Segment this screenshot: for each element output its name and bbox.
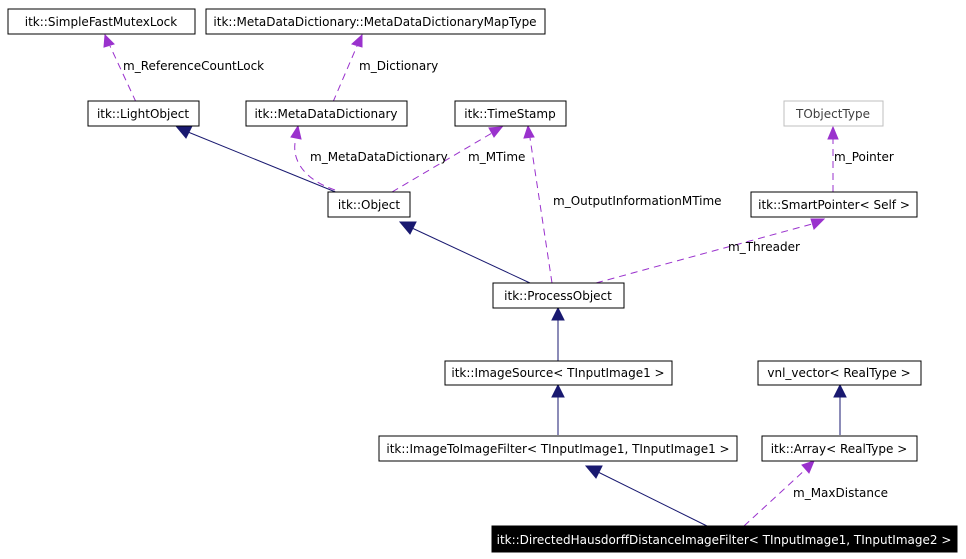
- edge-image-source-inherits-process-object: [551, 306, 565, 361]
- node-image-to-image-filter[interactable]: itk::ImageToImageFilter< TInputImage1, T…: [378, 435, 738, 462]
- node-label: itk::SimpleFastMutexLock: [25, 15, 178, 29]
- node-label: itk::SmartPointer< Self >: [758, 198, 910, 212]
- edge-output-information-mtime: [523, 124, 553, 284]
- node-label: itk::Object: [338, 198, 400, 212]
- edge-directed-hausdorff-inherits-image-to-image-filter: [584, 465, 708, 527]
- edge-pointer: [827, 125, 839, 192]
- edge-label-meta-data-dictionary: m_MetaDataDictionary: [310, 150, 448, 164]
- edge-threader: [595, 218, 826, 284]
- edge-max-distance: [743, 460, 815, 527]
- edge-reference-count-lock: [103, 33, 137, 103]
- edge-label-mtime: m_MTime: [468, 150, 525, 164]
- edge-mtime: [391, 126, 504, 193]
- node-meta-data-dictionary[interactable]: itk::MetaDataDictionary: [245, 100, 408, 127]
- node-time-stamp[interactable]: itk::TimeStamp: [454, 100, 567, 127]
- node-label: itk::MetaDataDictionary: [254, 107, 397, 121]
- node-label: itk::TimeStamp: [464, 107, 555, 121]
- edge-label-reference-count-lock: m_ReferenceCountLock: [123, 59, 264, 73]
- edge-label-pointer: m_Pointer: [834, 150, 894, 164]
- edge-dictionary: [332, 33, 363, 103]
- node-process-object[interactable]: itk::ProcessObject: [492, 282, 625, 309]
- edge-array-inherits-vnl-vector: [833, 383, 847, 435]
- node-label: vnl_vector< RealType >: [767, 366, 910, 380]
- node-directed-hausdorff-distance-image-filter[interactable]: itk::DirectedHausdorffDistanceImageFilte…: [491, 525, 958, 553]
- node-label: itk::MetaDataDictionary::MetaDataDiction…: [213, 15, 536, 29]
- edge-meta-data-dictionary: [290, 124, 336, 191]
- node-image-source[interactable]: itk::ImageSource< TInputImage1 >: [444, 360, 673, 386]
- node-label: itk::Array< RealType >: [771, 442, 908, 456]
- node-simple-fast-mutex-lock[interactable]: itk::SimpleFastMutexLock: [7, 8, 196, 35]
- edge-image-to-image-filter-inherits-image-source: [551, 383, 565, 435]
- node-light-object[interactable]: itk::LightObject: [87, 100, 200, 127]
- edge-label-threader: m_Threader: [728, 240, 800, 254]
- edge-process-object-inherits-object: [398, 221, 531, 284]
- node-vnl-vector[interactable]: vnl_vector< RealType >: [757, 360, 922, 386]
- node-label: itk::DirectedHausdorffDistanceImageFilte…: [497, 533, 952, 547]
- node-label: itk::ImageToImageFilter< TInputImage1, T…: [386, 442, 729, 456]
- node-object[interactable]: itk::Object: [327, 191, 411, 218]
- node-tobject-type[interactable]: TObjectType: [783, 100, 884, 127]
- edge-label-max-distance: m_MaxDistance: [793, 486, 888, 500]
- node-array[interactable]: itk::Array< RealType >: [761, 435, 918, 462]
- node-smart-pointer[interactable]: itk::SmartPointer< Self >: [750, 191, 918, 218]
- node-meta-data-dictionary-map-type[interactable]: itk::MetaDataDictionary::MetaDataDiction…: [205, 8, 546, 35]
- edge-label-dictionary: m_Dictionary: [359, 59, 438, 73]
- node-label: TObjectType: [795, 107, 870, 121]
- node-label: itk::LightObject: [97, 107, 189, 121]
- edge-label-output-information-mtime: m_OutputInformationMTime: [553, 194, 722, 208]
- node-label: itk::ProcessObject: [504, 289, 612, 303]
- node-label: itk::ImageSource< TInputImage1 >: [451, 366, 664, 380]
